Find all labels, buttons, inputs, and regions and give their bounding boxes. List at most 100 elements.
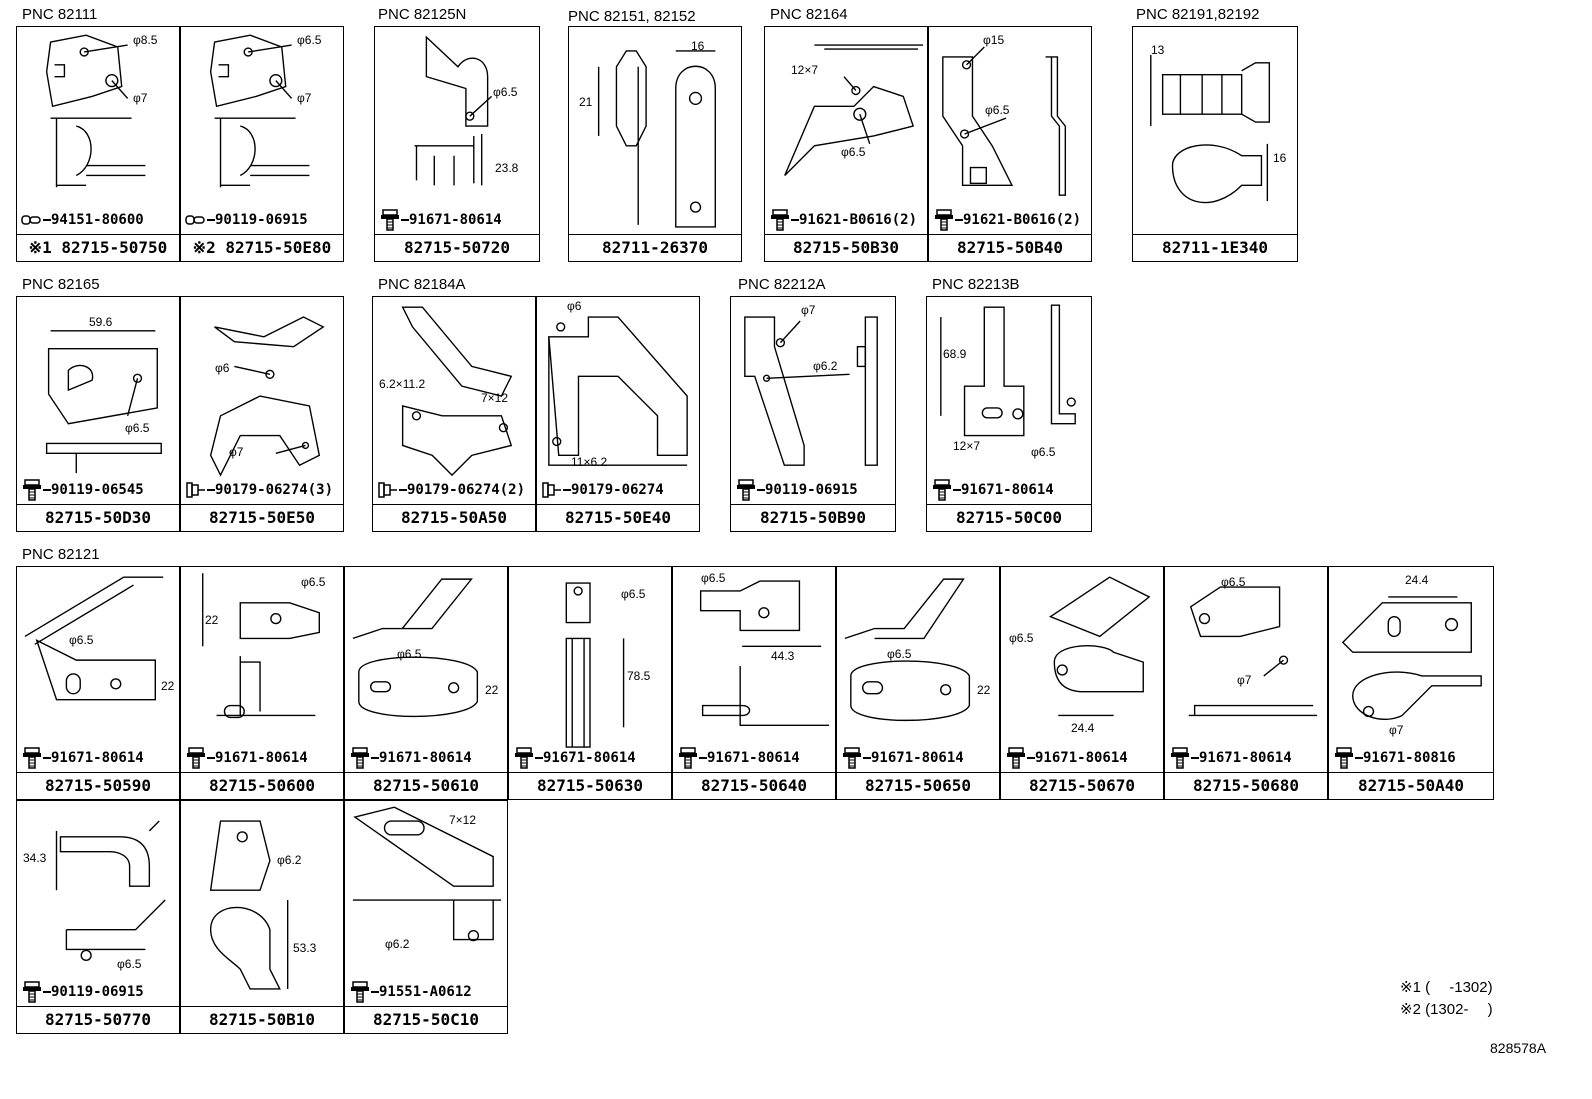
part-cell[interactable]: 24.4 φ7 91671-80816 82715-50A40 [1328, 566, 1494, 800]
nut-icon [541, 479, 563, 501]
part-number[interactable]: 82715-50670 [1001, 772, 1163, 799]
part-number[interactable]: 82715-50770 [17, 1006, 179, 1033]
part-number[interactable]: 82715-50680 [1165, 772, 1327, 799]
fastener-callout: 90119-06545 [21, 479, 144, 501]
part-number[interactable]: 82715-50E50 [181, 504, 343, 531]
part-cell[interactable]: φ6.5 22 91671-80614 82715-50650 [836, 566, 1000, 800]
dimension-label: φ7 [229, 445, 244, 459]
part-number[interactable]: 82715-50B40 [929, 234, 1091, 261]
part-number[interactable]: ※2 82715-50E80 [181, 234, 343, 261]
part-number[interactable]: 82715-50E40 [537, 504, 699, 531]
fastener-number: 90179-06274(2) [407, 482, 526, 498]
dimension-label: φ6.5 [69, 633, 94, 647]
fastener-callout: 90179-06274 [541, 479, 664, 501]
part-cell[interactable]: φ6.5 23.8 91671-80614 82715-50720 [374, 26, 540, 262]
bracket-drawing [17, 801, 179, 1007]
bracket-drawing [765, 27, 927, 235]
part-cell[interactable]: 68.9 12×7 φ6.5 91671-80614 82715-50C00 [926, 296, 1092, 532]
part-number[interactable]: 82711-1E340 [1133, 234, 1297, 261]
pnc-label: PNC 82111 [22, 6, 98, 23]
fastener-callout: 90179-06274(2) [377, 479, 525, 501]
dimension-label: φ7 [1389, 723, 1404, 737]
part-number[interactable]: 82715-50720 [375, 234, 539, 261]
part-number[interactable]: 82715-50650 [837, 772, 999, 799]
fastener-number: 91671-80614 [409, 212, 502, 228]
part-cell[interactable]: 16 21 82711-26370 [568, 26, 742, 262]
pnc-label: PNC 82191,82192 [1136, 6, 1260, 23]
part-cell[interactable]: φ6.5 22 91671-80614 82715-50610 [344, 566, 508, 800]
part-cell[interactable]: φ6.5 78.5 91671-80614 82715-50630 [508, 566, 672, 800]
part-cell[interactable]: φ15 φ6.5 91621-B0616(2) 82715-50B40 [928, 26, 1092, 262]
part-cell[interactable]: φ6.5 24.4 91671-80614 82715-50670 [1000, 566, 1164, 800]
pnc-label: PNC 82164 [770, 6, 848, 23]
dimension-label: φ7 [1237, 673, 1252, 687]
part-cell[interactable]: φ6.2 53.3 82715-50B10 [180, 800, 344, 1034]
part-cell[interactable]: φ6 φ7 90179-06274(3) 82715-50E50 [180, 296, 344, 532]
dimension-label: 12×7 [953, 439, 981, 453]
part-number[interactable]: 82715-50B30 [765, 234, 927, 261]
bolt-icon [185, 747, 207, 769]
pnc-label: PNC 82213B [932, 276, 1020, 293]
part-number[interactable]: 82715-50C00 [927, 504, 1091, 531]
bolt-icon [841, 747, 863, 769]
fastener-number: 91671-80614 [51, 750, 144, 766]
dimension-label: 7×12 [481, 391, 509, 405]
dimension-label: φ7 [801, 303, 816, 317]
fastener-number: 91671-80614 [1035, 750, 1128, 766]
part-number[interactable]: 82715-50C10 [345, 1006, 507, 1033]
part-cell[interactable]: 12×7 φ6.5 91621-B0616(2) 82715-50B30 [764, 26, 928, 262]
dimension-label: 68.9 [943, 347, 967, 361]
bolt-icon [1333, 747, 1355, 769]
part-number[interactable]: 82715-50600 [181, 772, 343, 799]
bracket-drawing [375, 27, 539, 235]
part-number[interactable]: 82715-50590 [17, 772, 179, 799]
part-cell[interactable]: 34.3 φ6.5 90119-06915 82715-50770 [16, 800, 180, 1034]
fastener-number: 91671-80614 [871, 750, 964, 766]
part-number[interactable]: 82715-50A50 [373, 504, 535, 531]
clip-icon [185, 209, 207, 231]
fastener-callout: 91671-80614 [931, 479, 1054, 501]
pnc-label: PNC 82125N [378, 6, 467, 23]
part-cell[interactable]: 59.6 φ6.5 90119-06545 82715-50D30 [16, 296, 180, 532]
part-cell[interactable]: 7×12 φ6.2 91551-A0612 82715-50C10 [344, 800, 508, 1034]
fastener-number: 91671-80816 [1363, 750, 1456, 766]
dimension-label: 16 [691, 39, 705, 53]
part-number[interactable]: 82715-50610 [345, 772, 507, 799]
part-cell[interactable]: φ6.5 22 91671-80614 82715-50590 [16, 566, 180, 800]
bracket-drawing [17, 27, 179, 235]
part-number[interactable]: 82715-50B90 [731, 504, 895, 531]
dimension-label: φ6.5 [701, 571, 726, 585]
bolt-icon [1005, 747, 1027, 769]
part-cell[interactable]: 6.2×11.2 7×12 90179-06274(2) 82715-50A50 [372, 296, 536, 532]
part-number[interactable]: 82715-50B10 [181, 1006, 343, 1033]
fastener-callout: 91671-80614 [185, 747, 308, 769]
part-number[interactable]: 82715-50630 [509, 772, 671, 799]
part-number[interactable]: 82715-50640 [673, 772, 835, 799]
part-cell[interactable]: 22 φ6.5 91671-80614 82715-50600 [180, 566, 344, 800]
bracket-drawing [181, 297, 343, 505]
part-cell[interactable]: φ6.5 44.3 91671-80614 82715-50640 [672, 566, 836, 800]
fastener-number: 91671-80614 [707, 750, 800, 766]
nut-icon [377, 479, 399, 501]
dimension-label: φ6.5 [1031, 445, 1056, 459]
part-cell[interactable]: φ6 11×6.2 90179-06274 82715-50E40 [536, 296, 700, 532]
part-cell[interactable]: 13 16 82711-1E340 [1132, 26, 1298, 262]
bolt-icon [349, 747, 371, 769]
dimension-label: φ6.2 [385, 937, 410, 951]
part-number[interactable]: ※1 82715-50750 [17, 234, 179, 261]
dimension-label: 23.8 [495, 161, 519, 175]
part-cell[interactable]: φ8.5 φ7 94151-80600 ※1 82715-50750 [16, 26, 180, 262]
part-number[interactable]: 82711-26370 [569, 234, 741, 261]
part-number[interactable]: 82715-50D30 [17, 504, 179, 531]
fastener-number: 90119-06915 [51, 984, 144, 1000]
fastener-callout: 91671-80614 [1005, 747, 1128, 769]
part-cell[interactable]: φ6.5 φ7 91671-80614 82715-50680 [1164, 566, 1328, 800]
fastener-number: 90179-06274 [571, 482, 664, 498]
pnc-label: PNC 82165 [22, 276, 100, 293]
part-number[interactable]: 82715-50A40 [1329, 772, 1493, 799]
part-cell[interactable]: φ7 φ6.2 90119-06915 82715-50B90 [730, 296, 896, 532]
fastener-callout: 91671-80614 [21, 747, 144, 769]
dimension-label: φ8.5 [133, 33, 158, 47]
part-cell[interactable]: φ6.5 φ7 90119-06915 ※2 82715-50E80 [180, 26, 344, 262]
dimension-label: 53.3 [293, 941, 317, 955]
